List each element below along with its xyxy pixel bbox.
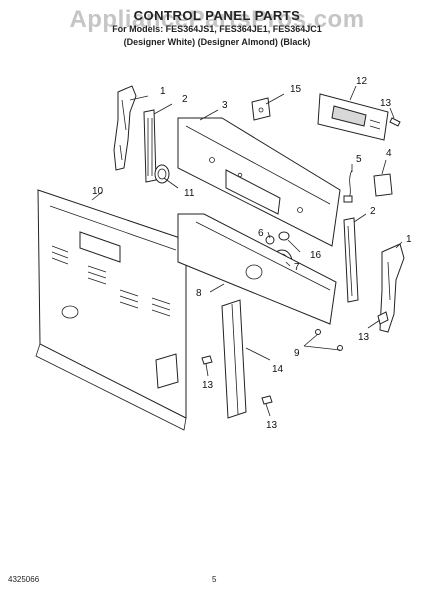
part-knob-left [154,164,170,184]
part-bracket-right [343,217,359,303]
callout-13b: 13 [358,332,370,343]
part-end-cap-right [379,243,405,333]
callout-2: 2 [182,94,188,105]
callout-16: 16 [310,250,322,261]
part-switch [373,173,393,197]
callout-11: 11 [184,188,195,199]
part-clip [251,97,271,121]
part-display-board [317,93,389,141]
callout-3: 3 [222,100,228,111]
part-inner-panel [177,213,337,325]
leader-lines [91,85,403,417]
part-rear-panel [35,189,187,431]
part-screw-bottom [261,395,273,405]
footer-part-code: 4325066 [8,575,40,584]
callout-9: 9 [294,348,300,359]
part-control-panel [177,117,341,247]
callout-10: 10 [92,186,104,197]
callout-13: 13 [380,98,392,109]
callout-8: 8 [196,288,202,299]
part-bracket-left [143,109,157,183]
part-wire [343,169,353,203]
part-screw-lower-left [201,355,213,365]
callout-1b: 1 [406,234,412,245]
callout-1: 1 [160,86,166,97]
page-number: 5 [212,575,217,584]
part-end-cap-left [113,85,137,171]
callout-13c: 13 [202,380,214,391]
part-screws [315,329,343,351]
callout-6: 6 [258,228,264,239]
part-screw-top [389,117,401,127]
watermark: AppliancePartsPros.com [69,6,365,33]
model-list: For Models: FES364JS1, FES364JE1, FES364… [112,24,322,34]
callout-12: 12 [356,76,368,87]
callout-5: 5 [356,154,362,165]
callout-labels: 1 2 3 15 12 13 5 4 10 11 2 6 16 7 1 8 9 … [92,76,412,431]
part-support-bracket [221,299,247,419]
diagram-title: CONTROL PANEL PARTS [133,8,301,23]
callout-13d: 13 [266,420,278,431]
part-screw-right [377,311,389,325]
callout-14: 14 [272,364,284,375]
callout-15: 15 [290,84,302,95]
color-variants: (Designer White) (Designer Almond) (Blac… [123,37,311,47]
callout-7: 7 [294,262,300,273]
callout-2b: 2 [370,206,376,217]
callout-4: 4 [386,148,392,159]
